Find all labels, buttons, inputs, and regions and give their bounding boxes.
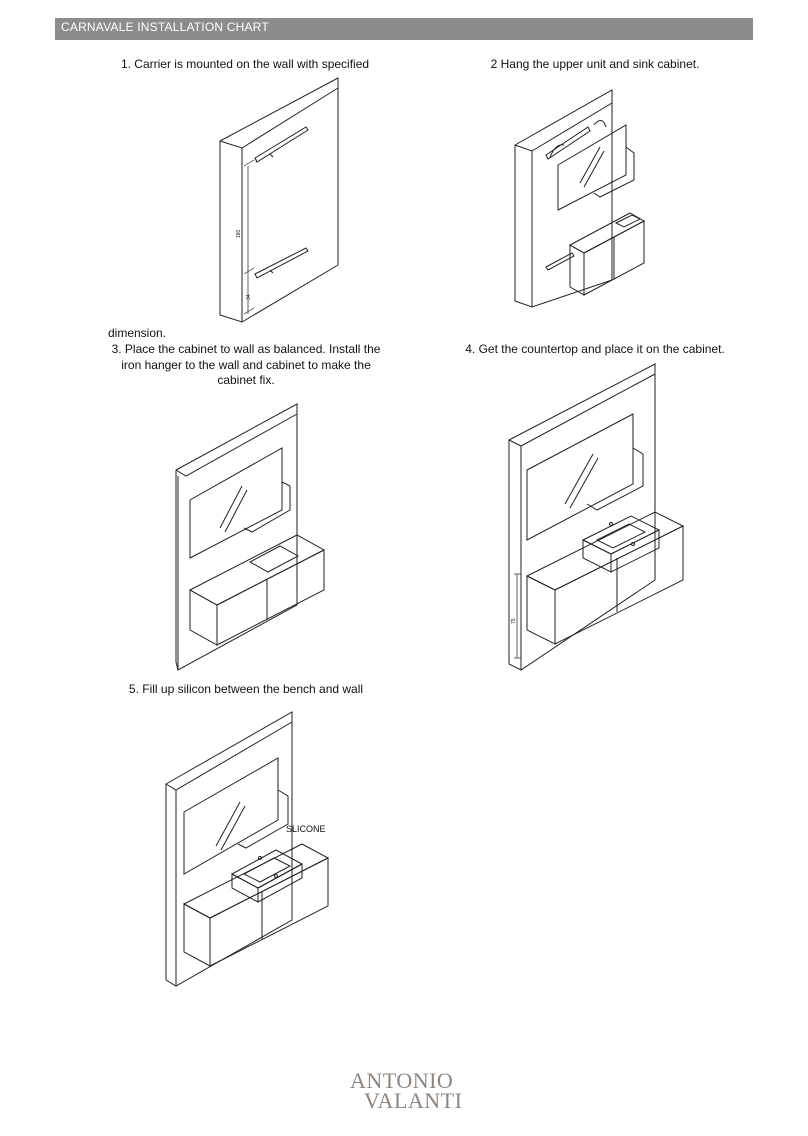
hang-arrow-left [550,145,564,157]
dimension-lower-label: 34 [246,294,252,300]
step-3-line-2: iron hanger to the wall and cabinet to m… [121,357,371,372]
step-2-caption: 2 Hang the upper unit and sink cabinet. [490,57,700,71]
lower-carrier-bar [255,248,308,278]
step-3-line-3: cabinet fix. [217,373,275,387]
step-1-caption: 1. Carrier is mounted on the wall with s… [120,57,370,71]
wall-panel-outline [515,90,612,307]
wall-panel-outline [176,404,297,670]
figure-3-cabinet-fixed [172,400,332,672]
step-3-caption: 3. Place the cabinet to wall as balanced… [98,342,394,389]
figure-1-carrier-on-wall: 180 34 [210,78,360,328]
mirror-panel [184,758,278,874]
step-4-caption: 4. Get the countertop and place it on th… [465,342,725,356]
brand-logo: ANTONIO VALANTI [350,1068,470,1124]
step-1-caption-continuation: dimension. [108,326,167,340]
step-5-caption: 5. Fill up silicon between the bench and… [128,682,364,696]
step-3-line-1: 3. Place the cabinet to wall as balanced… [111,342,381,356]
wall-panel-outline [509,364,655,670]
upper-bracket-bar [546,127,590,159]
figure-4-countertop-placed: 75 [505,362,685,674]
countertop-top [190,535,324,605]
hang-arrow-right [594,120,606,127]
figure-5-silicone-fill: SLICONE [162,708,332,988]
header-bar: CARNAVALE INSTALLATION CHART [55,18,753,40]
figure-2-hang-upper-unit [510,85,650,310]
upper-carrier-bar [255,127,308,162]
mirror-panel [558,125,626,210]
countertop-top [184,844,328,918]
dimension-height-label: 75 [511,618,517,624]
logo-line-2: VALANTI [364,1088,463,1113]
vessel-basin-top [583,516,659,554]
countertop-top [570,213,644,253]
sink-recess [250,546,298,572]
mirror-panel [190,448,282,558]
wall-panel-outline [166,712,292,986]
logo-line-1: ANTONIO [350,1068,454,1093]
mirror-panel [527,414,633,540]
dimension-upper-label: 180 [236,229,242,238]
silicone-annotation: SLICONE [286,824,326,834]
document-title: CARNAVALE INSTALLATION CHART [61,20,269,34]
wall-panel-outline [220,78,338,322]
